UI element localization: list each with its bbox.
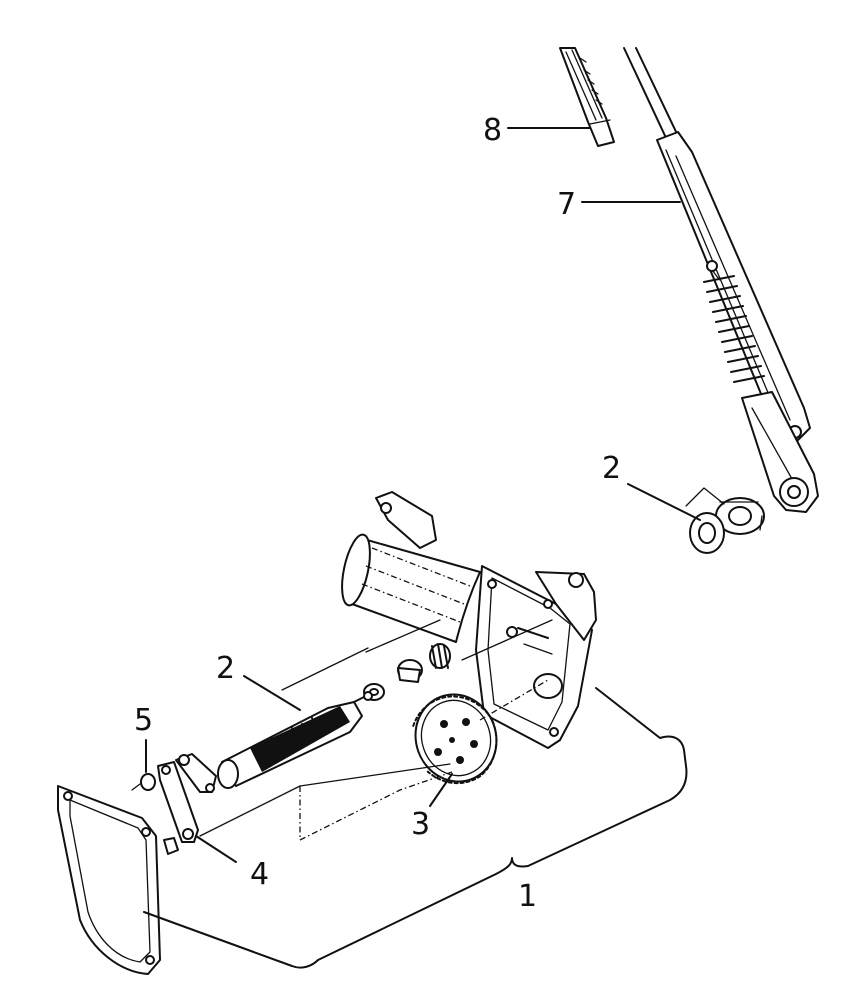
leader-lines — [145, 127, 701, 863]
callout-3: 3 — [411, 807, 430, 842]
wiper-blade — [559, 47, 615, 147]
nut-and-washer — [689, 497, 765, 554]
spindle-assembly — [175, 691, 373, 793]
assembly-brace — [143, 687, 688, 969]
callout-7: 7 — [557, 187, 576, 222]
callout-1: 1 — [518, 879, 537, 914]
callout-5: 5 — [134, 703, 153, 738]
wiper-arm — [623, 47, 819, 513]
callouts: 8 7 2 2 5 3 4 1 — [134, 113, 621, 914]
circlip — [131, 773, 156, 791]
assembly-lines — [199, 487, 725, 842]
callout-8: 8 — [483, 113, 502, 148]
motor-body — [341, 491, 481, 643]
gearbox-cover — [57, 785, 161, 975]
callout-4: 4 — [250, 857, 269, 892]
link-arm — [157, 761, 199, 855]
callout-2-nut: 2 — [602, 451, 621, 486]
callout-2-spindle: 2 — [216, 651, 235, 686]
gearbox-housing — [475, 565, 597, 749]
pinion-and-washers — [363, 643, 451, 701]
worm-gear — [412, 693, 498, 785]
